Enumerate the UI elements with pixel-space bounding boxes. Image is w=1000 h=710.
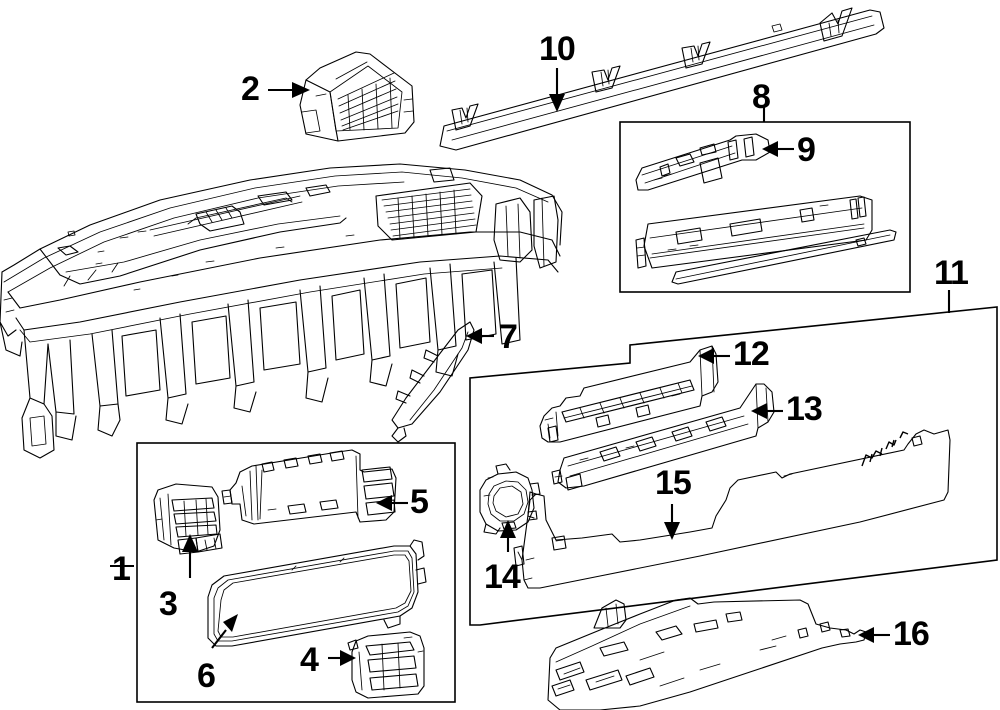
callout-label-1: 1 [112, 550, 131, 588]
leader-10 [549, 68, 565, 112]
part-reinforcement-beam [635, 195, 897, 285]
leader-5 [376, 495, 408, 511]
callout-label-7: 7 [499, 318, 518, 356]
callout-label-12: 12 [733, 335, 770, 373]
part-corner-vent-register [347, 631, 425, 699]
leader-16 [858, 627, 890, 643]
leader-15 [664, 504, 680, 540]
callout-label-13: 13 [786, 390, 823, 428]
callout-label-15: 15 [655, 464, 692, 502]
leader-12 [698, 348, 730, 364]
callout-label-9: 9 [797, 131, 816, 169]
part-reinforcement-brace-bracket [635, 133, 771, 191]
part-cluster-finish-panel-retainer [221, 449, 397, 525]
callout-label-8: 8 [752, 78, 771, 116]
leader-3 [182, 534, 198, 578]
callout-label-2: 2 [241, 70, 260, 108]
part-glove-box-door-panel [547, 597, 867, 710]
leader-13 [751, 403, 783, 419]
part-side-register-vent [299, 51, 415, 142]
callout-label-16: 16 [893, 615, 930, 653]
group-box-11 [469, 306, 998, 626]
callout-label-11: 11 [934, 254, 969, 292]
callout-label-10: 10 [539, 30, 576, 68]
callout-label-3: 3 [159, 585, 178, 623]
leader-7 [466, 328, 494, 344]
leader-9 [762, 141, 794, 157]
leader-4 [328, 650, 356, 666]
leader-14 [500, 520, 516, 552]
part-center-duct-retainer [539, 345, 719, 443]
part-side-garnish-trim [391, 321, 475, 443]
callout-label-14: 14 [484, 558, 521, 596]
leader-2 [268, 82, 310, 98]
embossed-mark [861, 431, 909, 467]
callout-label-6: 6 [197, 657, 216, 695]
callout-label-4: 4 [300, 641, 319, 679]
part-main-instrument-panel-assembly [0, 163, 563, 459]
leader-6 [211, 614, 238, 649]
part-lower-instrument-panel-trim [513, 429, 951, 589]
group-box-1 [136, 442, 456, 703]
part-small-vent-register [153, 483, 223, 555]
part-cluster-finish-panel-bezel [207, 539, 427, 647]
callout-label-5: 5 [410, 483, 429, 521]
part-upper-garnish-rail [439, 7, 885, 151]
